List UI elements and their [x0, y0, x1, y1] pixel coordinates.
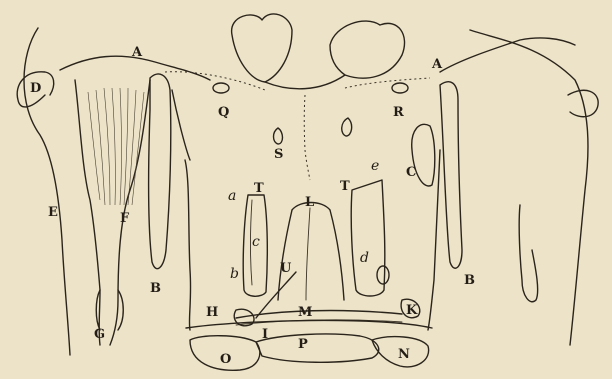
label-l: L — [305, 195, 314, 210]
label-k: K — [406, 303, 418, 318]
label-r: R — [393, 105, 404, 120]
label-o: O — [220, 352, 231, 367]
label-b-left: B — [150, 281, 161, 296]
label-c-small: c — [252, 234, 260, 250]
label-b-right: B — [464, 273, 475, 288]
label-u: U — [280, 261, 292, 276]
left-b-column — [149, 74, 171, 269]
central-body-outline — [185, 160, 191, 330]
right-lower-hook — [519, 205, 537, 302]
label-h: H — [206, 305, 218, 320]
label-s: S — [274, 147, 283, 162]
q-oval — [213, 83, 229, 93]
label-p: P — [298, 337, 308, 352]
left-muscle-hatching — [88, 88, 144, 205]
central-top-bridge — [265, 75, 345, 89]
label-i: I — [262, 327, 268, 342]
r-oval — [392, 83, 408, 93]
dotted-center-stem — [304, 95, 310, 180]
s-shape-left — [274, 128, 283, 144]
label-c: C — [406, 165, 416, 180]
label-e: E — [48, 205, 58, 220]
label-a-right: A — [431, 57, 443, 72]
label-m: M — [298, 305, 312, 320]
right-b-column — [440, 82, 462, 268]
label-e-small: e — [371, 158, 379, 174]
label-f: F — [120, 211, 130, 226]
right-outer-contour — [470, 30, 588, 345]
label-d-small: d — [360, 250, 369, 266]
label-b-small: b — [230, 266, 239, 282]
left-inner-column-right — [110, 80, 150, 345]
central-top-lobes-right — [330, 21, 405, 78]
t-column-right — [351, 180, 385, 296]
central-top-lobes — [232, 14, 292, 82]
left-outer-contour — [24, 28, 70, 355]
label-q: Q — [218, 105, 229, 120]
label-g: G — [94, 327, 105, 342]
chamber-p — [256, 334, 379, 362]
left-b-inner — [172, 90, 190, 160]
central-l-mid — [306, 208, 310, 300]
label-t-right: T — [340, 179, 350, 194]
central-l-wedge — [278, 210, 344, 300]
label-d: D — [30, 81, 41, 96]
d-oval — [377, 266, 389, 284]
right-top-arc — [440, 38, 575, 72]
s-shape-right — [342, 118, 352, 136]
label-n: N — [398, 347, 410, 362]
dotted-top-outline — [165, 72, 430, 90]
label-t-left: T — [254, 181, 264, 196]
label-a-left: A — [131, 45, 143, 60]
label-a-small: a — [228, 188, 236, 204]
